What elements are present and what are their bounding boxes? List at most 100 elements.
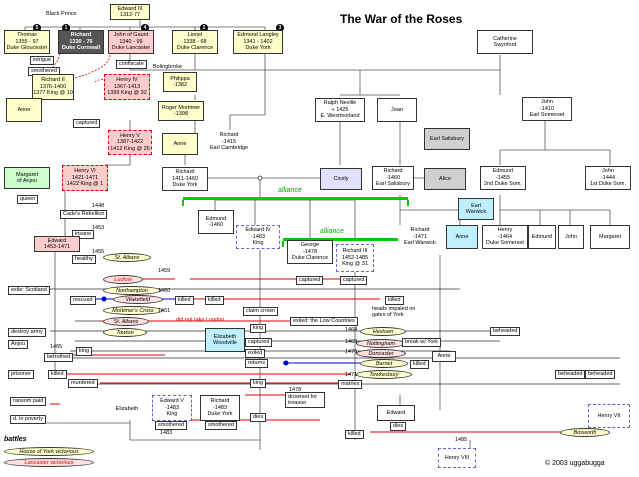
label-bolingbroke: Bolingbroke: [153, 64, 183, 70]
john-b-box: John: [558, 225, 584, 249]
year-1453: 1453: [92, 225, 105, 231]
event-queen: queen: [17, 195, 39, 204]
battle-ludlow: Ludlow: [103, 275, 143, 284]
event-killed-5: killed: [48, 370, 67, 379]
event-king-1: king: [250, 324, 267, 333]
badge-1: 1: [62, 24, 70, 32]
battle-bosworth: Bosworth: [560, 428, 610, 437]
earl-salisbury-top-box: Earl Salisbury: [424, 128, 470, 150]
event-rescued: rescued: [70, 296, 96, 305]
battle-hexham: Hexham: [360, 327, 406, 336]
event-confiscate: confiscate: [116, 60, 147, 69]
badge-2: 2: [200, 24, 208, 32]
event-anjou: Anjou: [8, 340, 29, 349]
battle-nottingham: Nottingham: [356, 339, 406, 348]
alliance-bar-1: [183, 197, 408, 200]
anne-warwick-box: Anne: [446, 225, 478, 249]
alliance-label-1: alliance: [278, 187, 302, 194]
year-1460: 1460: [158, 288, 171, 294]
legend-lancaster: Lancaster victorious: [4, 458, 94, 467]
event-beheaded-1: beheaded: [490, 327, 521, 336]
year-1448: 1448: [92, 203, 105, 209]
legend-title: battles: [4, 436, 27, 443]
year-1465: 1465: [50, 344, 63, 350]
year-1461: 1461: [158, 308, 171, 314]
legend-york: House of York victorious: [4, 447, 94, 456]
edward-bottom-box: Edward: [377, 405, 415, 421]
event-exiled: exiled: [245, 349, 266, 358]
event-intrigue: intrigue: [30, 56, 55, 65]
event-exiled-low-countries: exiled: the Low Countries: [290, 317, 358, 326]
battle-legend: battles House of York victorious Lancast…: [4, 436, 100, 473]
battle-doncaster: Doncaster: [356, 349, 406, 358]
anne-mid-box: Anne: [162, 133, 198, 155]
anne-top-box: Anne: [6, 98, 42, 122]
edmund-small-box: Edmund-1460: [198, 210, 234, 234]
copyright: © 2003 uggabugga: [545, 460, 605, 467]
note-heads-impaled: heads impaled on gates of York: [372, 306, 416, 318]
event-healthy: healthy: [72, 255, 96, 264]
event-prisoner: prisoner: [8, 370, 34, 379]
philippa-box: Philippa-1382: [163, 72, 197, 92]
roger-mortimer-box: Roger Mortimer-1398: [158, 101, 204, 121]
event-dies-1: dies: [250, 413, 267, 422]
badge-5: 5: [33, 24, 41, 32]
event-captured-3: captured: [340, 276, 368, 285]
event-king-2: king: [76, 347, 93, 356]
cicely-box: Cicely: [320, 168, 362, 190]
event-marries: marries: [338, 380, 363, 389]
event-dies-2: dies: [390, 422, 407, 431]
elizabeth-box: Elizabeth: [108, 398, 146, 420]
year-1470: 1470: [345, 349, 358, 355]
event-killed-3: killed: [385, 296, 404, 305]
event-murdered: murdered: [68, 379, 98, 388]
event-destroy-army: destroy army: [8, 328, 46, 337]
battle-wakefield: Wakefield: [113, 295, 163, 304]
event-ransom-paid: ransom paid: [10, 397, 47, 406]
event-killed-1: killed: [175, 296, 194, 305]
year-1483: 1483: [160, 430, 173, 436]
event-killed-4: killed: [410, 360, 429, 369]
event-beheaded-3: beheaded: [585, 370, 616, 379]
year-1485: 1485: [455, 437, 468, 443]
joan-box: Joan: [377, 98, 417, 122]
event-king-3: king: [250, 379, 267, 388]
event-smothered-2: smothered: [155, 421, 187, 430]
edmund-b-box: Edmund: [528, 225, 556, 249]
event-beheaded-2: beheaded: [555, 370, 586, 379]
event-claim-crown: claim crown: [243, 307, 279, 316]
event-exile-scotland: exile: Scotland: [8, 286, 50, 295]
battle-mortimers-cross: Mortimer's Cross: [103, 306, 163, 315]
margaret-b-box: Margaret: [590, 225, 630, 249]
event-killed-2: killed: [205, 296, 224, 305]
event-insane: insane: [72, 230, 95, 239]
battle-tewkesbury: Tewkesbury: [356, 370, 412, 379]
page-title: The War of the Roses: [340, 12, 463, 26]
battle-st-albans-1: St. Albans: [103, 253, 151, 262]
alliance-bar-2: [283, 238, 418, 241]
year-1464: 1464: [345, 327, 358, 333]
battle-towton: Towton: [103, 328, 147, 337]
year-1469: 1469: [345, 339, 358, 345]
